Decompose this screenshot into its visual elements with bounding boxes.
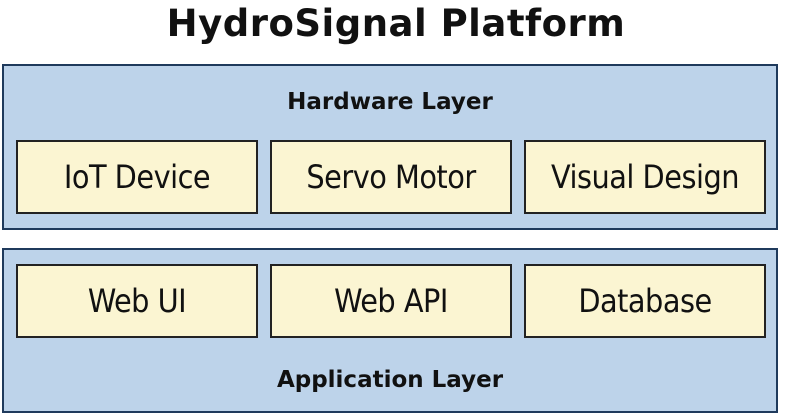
- component-web-ui: Web UI: [16, 264, 258, 338]
- diagram-title: HydroSignal Platform: [166, 2, 626, 45]
- application-layer: Web UI Web API Database Application Laye…: [2, 248, 778, 413]
- component-iot-device: IoT Device: [16, 140, 258, 214]
- component-servo-motor: Servo Motor: [270, 140, 512, 214]
- component-database: Database: [524, 264, 766, 338]
- application-layer-label: Application Layer: [276, 367, 504, 393]
- component-web-api: Web API: [270, 264, 512, 338]
- component-visual-design: Visual Design: [524, 140, 766, 214]
- hardware-layer-label: Hardware Layer: [287, 89, 493, 115]
- hardware-layer: Hardware Layer IoT Device Servo Motor Vi…: [2, 64, 778, 230]
